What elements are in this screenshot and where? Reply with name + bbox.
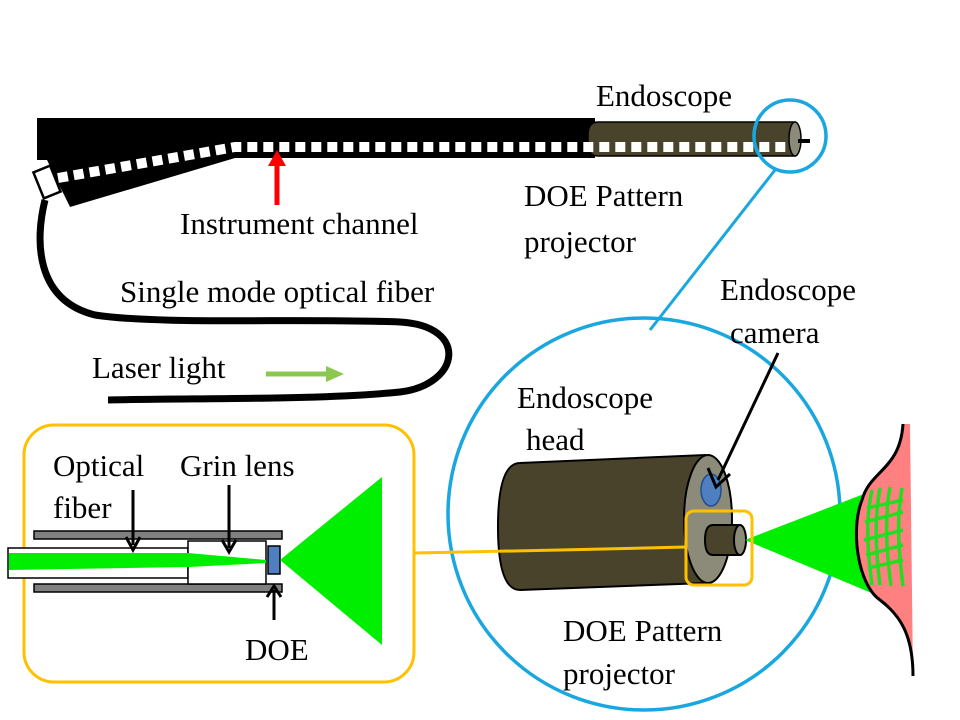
label-projector-bottom: projector [563, 656, 676, 691]
label-doe-pattern-top: DOE Pattern [524, 178, 684, 213]
label-doe-pattern-bottom: DOE Pattern [563, 613, 723, 648]
label-optical-fiber-1: Optical [53, 448, 144, 483]
label-doe: DOE [245, 632, 309, 667]
label-endoscope-camera-2: camera [730, 315, 820, 350]
label-endoscope-camera-1: Endoscope [720, 272, 856, 307]
label-grin-lens: Grin lens [180, 448, 295, 483]
label-instrument-channel: Instrument channel [180, 206, 418, 241]
camera-arrow [706, 352, 780, 490]
diffracted-beam [280, 477, 382, 645]
instrument-channel-arrow [268, 150, 286, 205]
label-laser-light: Laser light [92, 350, 226, 385]
laser-light-arrow [266, 366, 344, 382]
optical-fiber-arrow [124, 490, 142, 554]
callout-connector-line [648, 169, 777, 331]
doe-element [267, 545, 281, 575]
fiber-core-beam [9, 553, 266, 570]
label-endoscope-head-2: head [526, 422, 585, 457]
label-endoscope-head-1: Endoscope [517, 380, 653, 415]
orange-connector-line [414, 545, 687, 555]
label-optical-fiber-2: fiber [53, 490, 112, 525]
doe-projector-cylinder [703, 524, 747, 556]
label-endoscope: Endoscope [596, 78, 732, 113]
projected-grid-pattern [863, 486, 905, 587]
label-single-mode-fiber: Single mode optical fiber [120, 274, 435, 309]
label-projector-top: projector [524, 224, 637, 259]
fiber-connector [31, 164, 63, 200]
callout-circle-small [752, 98, 828, 174]
grin-lens-arrow [220, 485, 238, 555]
doe-arrow [265, 583, 283, 620]
endoscope-head [496, 453, 733, 592]
single-mode-fiber-cable [36, 199, 453, 404]
instrument-channel-dashes [57, 142, 790, 183]
